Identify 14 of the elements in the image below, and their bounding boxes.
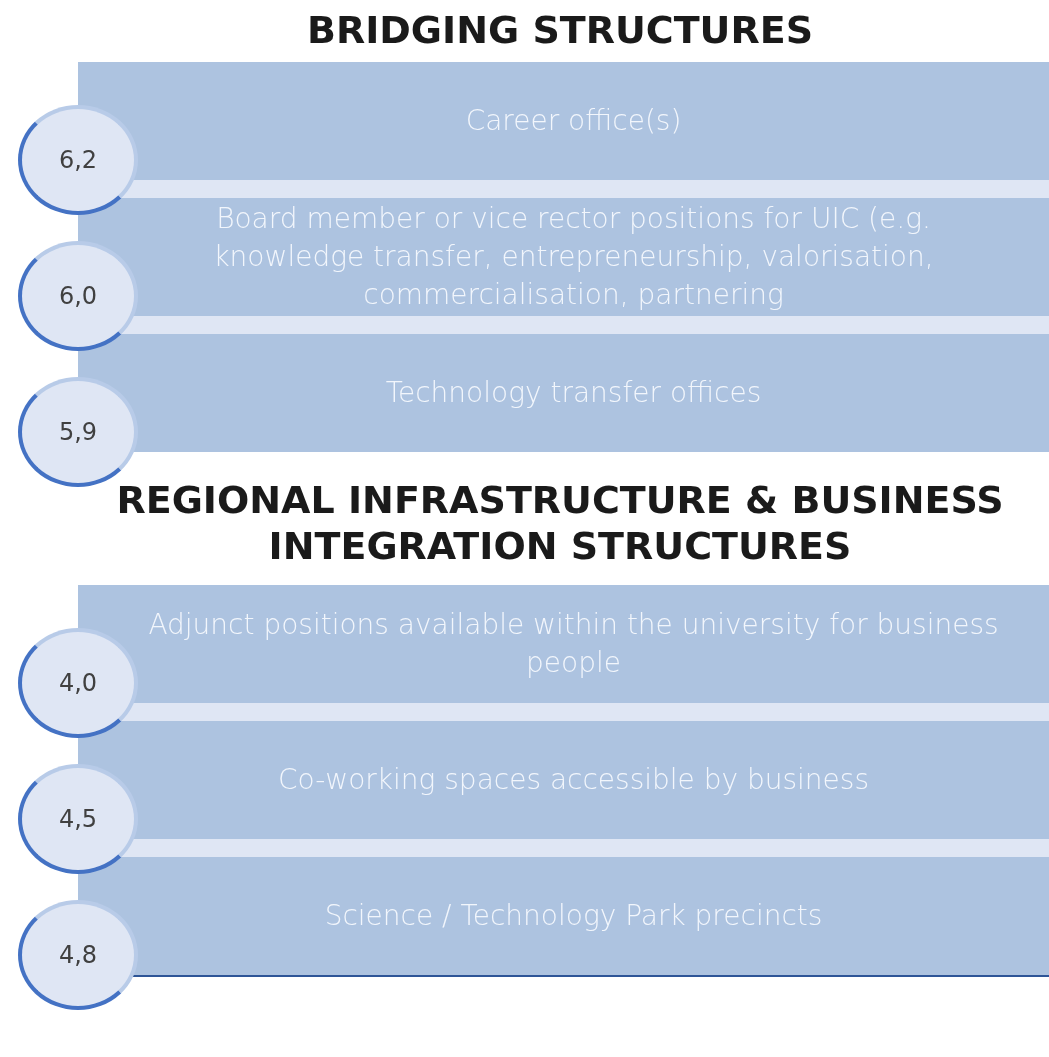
item-label: Technology transfer offices xyxy=(385,375,762,412)
item-label: Co-working spaces accessible by business xyxy=(278,762,869,799)
item-label: Board member or vice rector positions for UIC (e.g. knowledge transfer, entrepreneurship, valorisation, commercialisation, partnering xyxy=(212,201,935,313)
score-value: 6,0 xyxy=(58,282,98,310)
score-value: 5,9 xyxy=(58,418,98,446)
item-label: Career office(s) xyxy=(465,103,682,140)
item-label: Adjunct positions available within the university for business people xyxy=(147,607,1000,681)
score-value: 4,0 xyxy=(58,669,98,697)
group-heading: BRIDGING STRUCTURES xyxy=(305,8,815,54)
group-heading: REGIONAL INFRASTRUCTURE & BUSINESS INTEGRATION STRUCTURES xyxy=(115,478,1005,570)
score-value: 6,2 xyxy=(58,146,98,174)
item-label: Science / Technology Park precincts xyxy=(324,898,823,935)
score-value: 4,8 xyxy=(58,941,98,969)
score-value: 4,5 xyxy=(58,805,98,833)
